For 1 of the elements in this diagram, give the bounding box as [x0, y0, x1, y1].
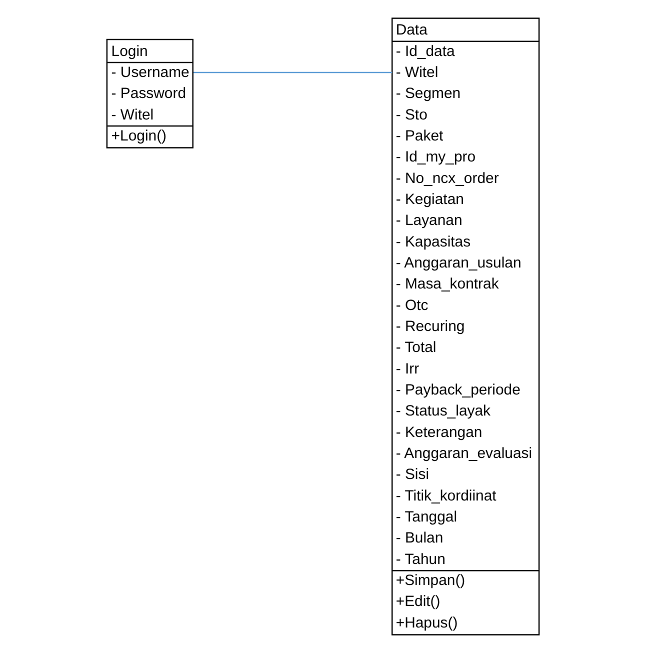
connector — [194, 72, 392, 74]
